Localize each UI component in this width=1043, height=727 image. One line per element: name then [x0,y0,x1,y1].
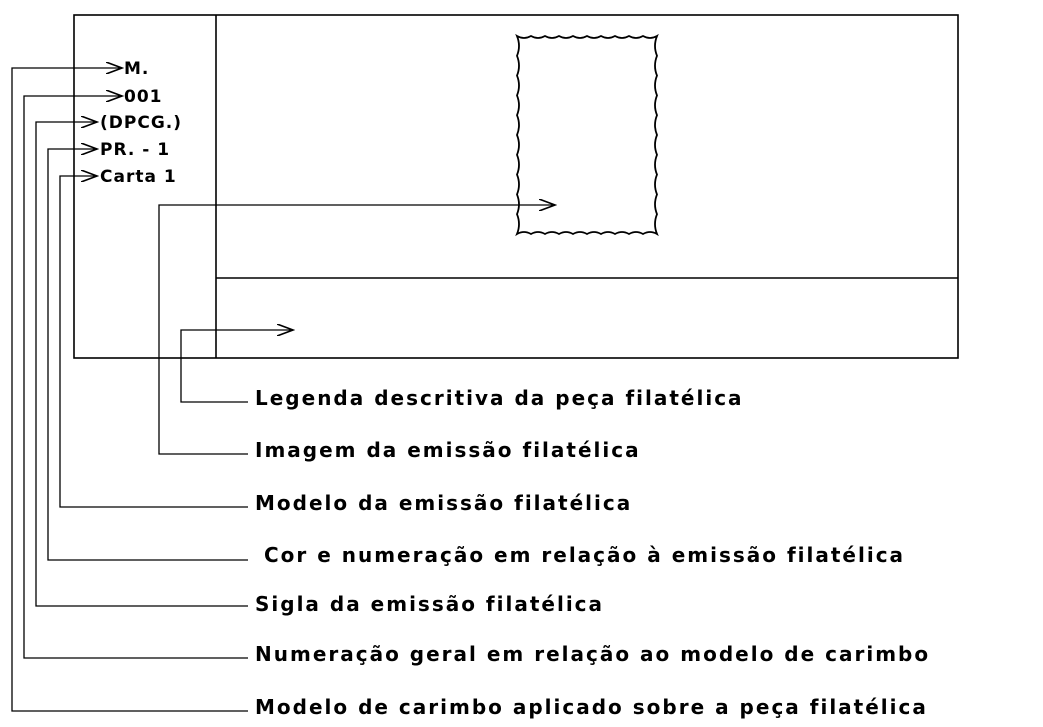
legend-color-number: Cor e numeração em relação à emissão fil… [255,543,906,567]
code-acronym: (DPCG.) [100,113,182,133]
leader-legend-color [47,149,248,561]
legend-model: Modelo da emissão filatélica [255,491,633,515]
legend-acronym: Sigla da emissão filatélica [255,592,605,616]
legend-caption: Legenda descritiva da peça filatélica [255,386,744,410]
code-model: M. [124,59,150,79]
leader-legend-numbering [23,96,248,659]
leader-legend-model [59,176,248,508]
leader-legend-caption [180,330,293,403]
legend-stamp-model: Modelo de carimbo aplicado sobre a peça … [255,695,928,719]
leader-legend-stamp-model [11,68,248,712]
code-emission-model: Carta 1 [100,167,177,187]
stamp-outline [515,33,659,237]
code-color-number: PR. - 1 [100,140,171,160]
card-outer-border [73,14,959,359]
card-frame [73,14,959,359]
code-number: 001 [124,87,163,107]
legend-numbering: Numeração geral em relação ao modelo de … [255,642,931,666]
legend-image: Imagem da emissão filatélica [255,438,641,462]
leader-legend-acronym [35,122,248,607]
leader-legend-image [158,205,555,455]
